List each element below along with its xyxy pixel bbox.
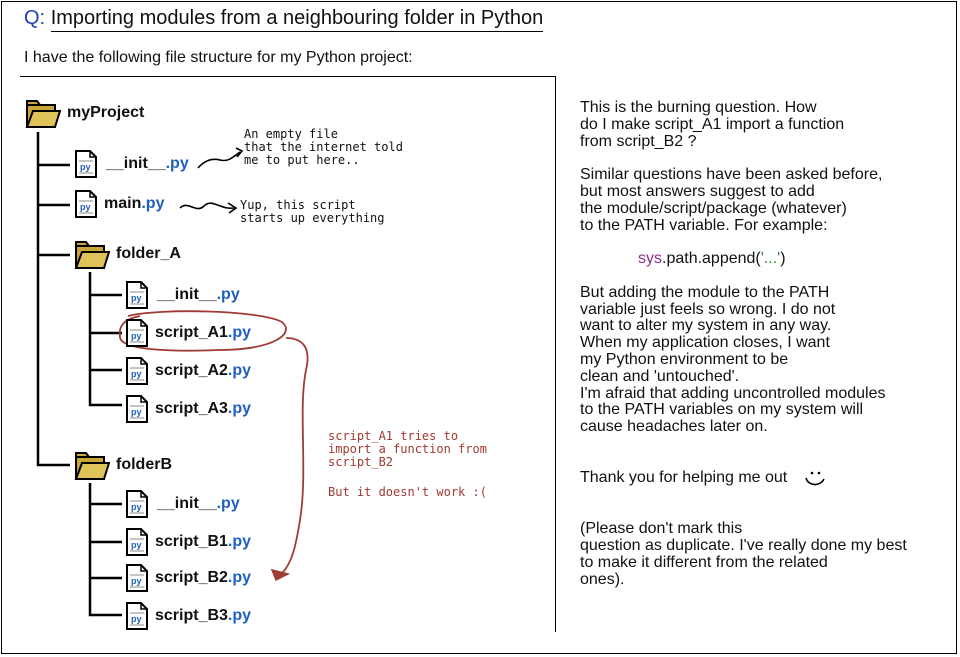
body-paragraph-4: (Please don't mark this question as dupl…	[580, 520, 907, 588]
file-script-a1[interactable]: py script_A1.py	[125, 318, 251, 348]
file-script-b1[interactable]: py script_B1.py	[125, 527, 251, 557]
folder-a[interactable]: folder_A	[74, 238, 181, 270]
file-main[interactable]: py main.py	[74, 189, 164, 219]
question-prefix: Q:	[24, 7, 46, 29]
smiley-icon	[803, 453, 827, 505]
question-title-text: Importing modules from a neighbouring fo…	[50, 7, 544, 32]
file-ext: .py	[165, 155, 189, 172]
file-name: main	[104, 195, 142, 212]
python-file-icon: py	[125, 394, 149, 424]
tree-panel	[20, 76, 556, 632]
py-label: py	[131, 614, 142, 624]
file-ext: .py	[227, 607, 252, 624]
file-name: script_A3	[155, 400, 228, 417]
py-label: py	[131, 540, 142, 550]
py-label: py	[131, 293, 142, 303]
file-name: __init__	[157, 286, 217, 303]
python-file-icon: py	[125, 280, 149, 310]
code-module: sys	[638, 250, 662, 268]
folder-name: folderB	[116, 456, 172, 473]
folder-icon	[25, 97, 61, 129]
file-name: __init__	[106, 155, 166, 172]
file-ext: .py	[227, 324, 252, 341]
file-name: __init__	[157, 495, 217, 512]
import-note: script_A1 tries to import a function fro…	[328, 429, 487, 469]
file-script-a2[interactable]: py script_A2.py	[125, 356, 251, 386]
python-file-icon: py	[125, 356, 149, 386]
file-script-a3[interactable]: py script_A3.py	[125, 394, 251, 424]
python-file-icon: py	[125, 601, 149, 631]
folder-name: folder_A	[116, 245, 181, 262]
body-paragraph-1: This is the burning question. How do I m…	[580, 99, 845, 150]
file-name: script_B3	[155, 607, 228, 624]
py-label: py	[131, 331, 142, 341]
python-file-icon: py	[125, 318, 149, 348]
code-snippet: sys.path.append('...')	[580, 250, 955, 268]
py-label: py	[80, 202, 91, 212]
file-name: script_A2	[155, 362, 228, 379]
folder-icon	[74, 449, 110, 481]
file-root-init[interactable]: py __init__.py	[74, 149, 189, 179]
code-arg: '...'	[760, 250, 781, 268]
thanks-line: Thank you for helping me out	[580, 453, 955, 505]
file-ext: .py	[216, 286, 240, 303]
file-a-init[interactable]: py __init__.py	[125, 280, 240, 310]
folder-name: myProject	[67, 104, 145, 121]
python-file-icon: py	[125, 563, 149, 593]
py-label: py	[131, 502, 142, 512]
file-script-b2[interactable]: py script_B2.py	[125, 563, 251, 593]
file-name: script_A1	[155, 324, 228, 341]
file-ext: .py	[227, 569, 252, 586]
folder-myproject[interactable]: myProject	[25, 97, 144, 129]
question-body: This is the burning question. How do I m…	[580, 99, 955, 605]
file-ext: .py	[227, 533, 252, 550]
tree-lines	[36, 132, 309, 617]
body-paragraph-2: Similar questions have been asked before…	[580, 166, 883, 234]
file-b-init[interactable]: py __init__.py	[125, 489, 240, 519]
thanks-text: Thank you for helping me out	[580, 469, 788, 487]
file-ext: .py	[227, 362, 252, 379]
body-paragraph-3: But adding the module to the PATH variab…	[580, 283, 886, 436]
fail-note: But it doesn't work :(	[328, 485, 487, 499]
file-script-b3[interactable]: py script_B3.py	[125, 601, 251, 631]
python-file-icon: py	[125, 527, 149, 557]
file-name: script_B1	[155, 533, 228, 550]
code-call: .path.append(	[662, 250, 761, 268]
intro-text: I have the following file structure for …	[24, 49, 413, 66]
code-close: )	[780, 250, 786, 268]
folder-b[interactable]: folderB	[74, 449, 172, 481]
py-label: py	[131, 407, 142, 417]
question-title: Q: Importing modules from a neighbouring…	[24, 7, 544, 32]
python-file-icon: py	[125, 489, 149, 519]
python-file-icon: py	[74, 189, 98, 219]
file-ext: .py	[216, 495, 240, 512]
folder-icon	[74, 238, 110, 270]
init-note: An empty file that the internet told me …	[244, 127, 403, 167]
file-name: script_B2	[155, 569, 228, 586]
py-label: py	[80, 162, 91, 172]
file-ext: .py	[141, 195, 165, 212]
file-ext: .py	[227, 400, 252, 417]
python-file-icon: py	[74, 149, 98, 179]
main-note: Yup, this script starts up everything	[240, 198, 385, 225]
py-label: py	[131, 369, 142, 379]
py-label: py	[131, 576, 142, 586]
